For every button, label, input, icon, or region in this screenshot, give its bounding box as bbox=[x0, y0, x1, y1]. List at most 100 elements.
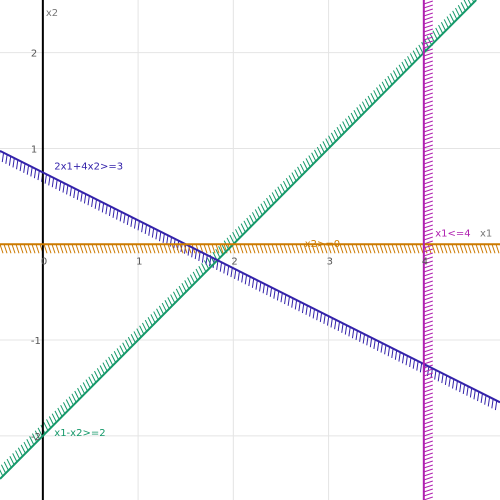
hatch-mark bbox=[12, 157, 15, 168]
hatch-mark bbox=[299, 244, 304, 254]
hatch-mark bbox=[201, 263, 207, 273]
hatch-mark bbox=[364, 98, 370, 108]
hatch-mark bbox=[491, 244, 496, 254]
hatch-mark bbox=[495, 244, 500, 254]
hatch-mark bbox=[274, 189, 280, 199]
hatch-mark bbox=[423, 136, 433, 141]
hatch-mark bbox=[301, 303, 305, 314]
hatch-mark bbox=[15, 450, 21, 460]
hatch-mark bbox=[460, 2, 466, 12]
hatch-mark bbox=[141, 222, 144, 233]
constraint-label-1: 2x1+4x2>=3 bbox=[54, 162, 123, 173]
hatch-mark bbox=[423, 472, 433, 477]
hatch-mark bbox=[119, 211, 122, 222]
hatch-mark bbox=[423, 268, 433, 273]
hatch-mark bbox=[3, 461, 9, 471]
hatch-mark bbox=[235, 244, 240, 254]
hatch-mark bbox=[398, 352, 401, 362]
hatch-mark bbox=[83, 244, 88, 254]
hatch-mark bbox=[219, 244, 224, 254]
hatch-mark bbox=[57, 407, 63, 417]
x-tick-label: 2 bbox=[231, 256, 237, 267]
hatch-mark bbox=[418, 44, 424, 54]
hatch-mark bbox=[23, 163, 26, 173]
hatch-mark bbox=[335, 244, 340, 254]
hatch-mark bbox=[46, 419, 52, 429]
hatch-mark bbox=[484, 395, 487, 405]
hatch-mark bbox=[166, 235, 169, 245]
hatch-mark bbox=[279, 244, 284, 254]
hatch-mark bbox=[463, 244, 468, 254]
hatch-mark bbox=[239, 244, 244, 254]
hatch-mark bbox=[327, 244, 332, 254]
hatch-mark bbox=[255, 280, 258, 290]
hatch-mark bbox=[198, 251, 201, 261]
hatch-mark bbox=[315, 244, 320, 254]
hatch-mark bbox=[373, 339, 376, 350]
hatch-mark bbox=[280, 183, 286, 193]
hatch-mark bbox=[267, 244, 272, 254]
hatch-mark bbox=[94, 370, 100, 380]
hatch-mark bbox=[415, 47, 421, 57]
hatch-mark bbox=[184, 280, 190, 290]
hatch-mark bbox=[287, 296, 290, 306]
hatch-mark bbox=[167, 244, 172, 254]
hatch-mark bbox=[243, 244, 248, 254]
hatch-mark bbox=[251, 212, 258, 222]
hatch-mark bbox=[47, 244, 52, 254]
hatch-mark bbox=[215, 244, 220, 254]
hatch-mark bbox=[144, 319, 150, 329]
hatch-mark bbox=[423, 88, 433, 93]
hatch-mark bbox=[416, 361, 419, 371]
hatch-mark bbox=[401, 61, 407, 71]
hatch-mark bbox=[395, 67, 401, 77]
hatch-mark bbox=[423, 208, 433, 213]
hatch-mark bbox=[455, 380, 458, 391]
hatch-mark bbox=[375, 244, 380, 254]
hatch-mark bbox=[203, 244, 208, 254]
hatch-mark bbox=[423, 248, 433, 253]
hatch-mark bbox=[305, 305, 308, 315]
hatch-mark bbox=[398, 64, 404, 74]
hatch-mark bbox=[355, 330, 358, 341]
hatch-mark bbox=[280, 292, 283, 303]
hatch-mark bbox=[423, 100, 433, 105]
hatch-mark bbox=[479, 244, 484, 254]
hatch-mark bbox=[316, 310, 319, 321]
hatch-mark bbox=[423, 400, 433, 405]
hatch-mark bbox=[297, 166, 303, 176]
hatch-mark bbox=[423, 484, 433, 489]
hatch-mark bbox=[390, 73, 396, 83]
hatch-mark bbox=[423, 428, 433, 433]
hatch-mark bbox=[343, 244, 348, 254]
hatch-mark bbox=[379, 244, 384, 254]
hatch-mark bbox=[232, 231, 238, 241]
hatch-mark bbox=[339, 244, 344, 254]
hatch-mark bbox=[411, 244, 416, 254]
hatch-mark bbox=[333, 129, 339, 139]
hatch-group-3 bbox=[423, 0, 433, 500]
hatch-mark bbox=[353, 109, 359, 119]
hatch-mark bbox=[277, 186, 283, 196]
hatch-mark bbox=[23, 244, 28, 254]
hatch-mark bbox=[262, 283, 265, 294]
hatch-mark bbox=[380, 343, 383, 353]
hatch-mark bbox=[108, 356, 114, 366]
hatch-mark bbox=[115, 244, 120, 254]
hatch-mark bbox=[82, 382, 88, 392]
hatch-mark bbox=[20, 444, 26, 454]
hatch-mark bbox=[423, 4, 433, 9]
hatch-mark bbox=[427, 244, 432, 254]
hatch-mark bbox=[294, 299, 298, 310]
hatch-mark bbox=[435, 244, 440, 254]
hatch-mark bbox=[423, 180, 433, 185]
hatch-mark bbox=[423, 452, 433, 457]
hatch-mark bbox=[439, 244, 444, 254]
hatch-mark bbox=[457, 5, 463, 14]
hatch-mark bbox=[423, 216, 433, 221]
hatch-mark bbox=[273, 289, 276, 299]
hatch-mark bbox=[423, 328, 433, 333]
x-tick-label: 3 bbox=[327, 256, 333, 267]
hatch-mark bbox=[423, 324, 433, 329]
